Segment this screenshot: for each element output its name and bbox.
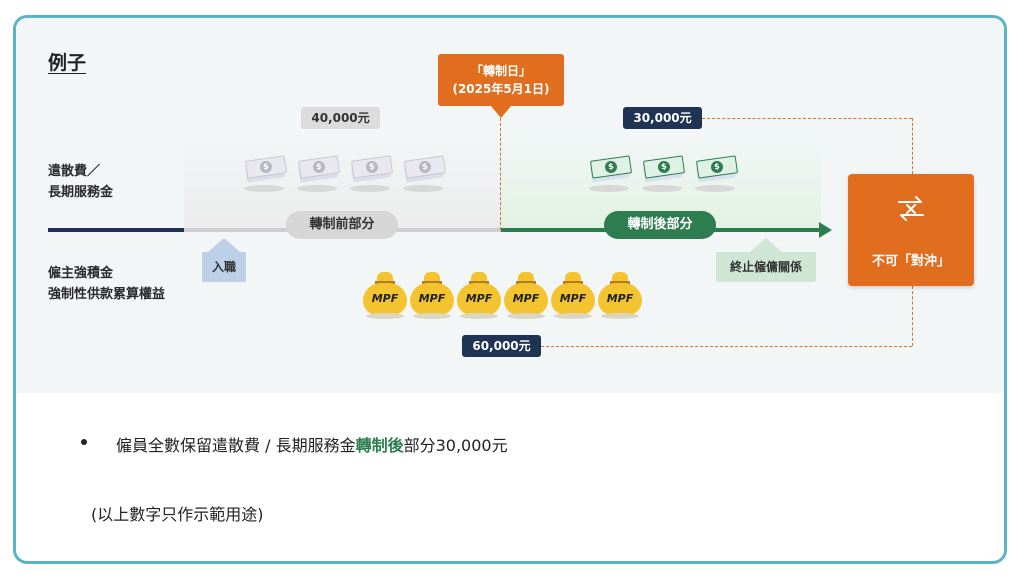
post-transition-pill: 轉制後部分 (604, 211, 716, 239)
termination-arrow-icon (750, 238, 782, 252)
join-arrow-icon (208, 238, 240, 252)
mpf-label-line2: 強制性供款累算權益 (48, 287, 166, 302)
mpf-label-line1: 僱主強積金 (48, 266, 114, 281)
money-bag-icon (377, 272, 393, 282)
disclaimer-note: (以上數字只作示範用途) (91, 505, 264, 524)
bullet-text-before: 僱員全數保留遣散費 / 長期服務金 (116, 436, 356, 455)
callout-pointer-icon (491, 106, 511, 118)
post-bill: $ (640, 154, 686, 194)
example-title: 例子 (48, 52, 87, 74)
no-offset-box: 不可「對沖」 (848, 174, 974, 286)
mpf-money-bag: MPF (363, 272, 407, 320)
bullet-text-after: 部分30,000元 (403, 436, 508, 455)
severance-label-line1: 遣散費／ (48, 164, 101, 179)
join-label: 入職 (202, 252, 246, 282)
swap-cross-icon (898, 196, 924, 221)
post-bill: $ (587, 154, 633, 194)
pre-bill: $ (401, 154, 447, 194)
money-bag-icon (565, 272, 581, 282)
money-bag-icon (471, 272, 487, 282)
example-card: 例子 遣散費／ 長期服務金 僱主強積金 強制性供款累算權益 轉制前部分 轉制後部… (13, 15, 1007, 564)
timeline-start-segment (48, 228, 184, 232)
mpf-amount-connector-rise (912, 286, 913, 346)
pre-transition-pill: 轉制前部分 (286, 211, 398, 239)
mpf-row-label: 僱主強積金 強制性供款累算權益 (48, 263, 165, 305)
mpf-money-bag: MPF (504, 272, 548, 320)
money-bag-icon (612, 272, 628, 282)
diagram-panel: 例子 遣散費／ 長期服務金 僱主強積金 強制性供款累算權益 轉制前部分 轉制後部… (16, 18, 1004, 393)
mpf-money-bag: MPF (598, 272, 642, 320)
post-amount-tag: 30,000元 (623, 107, 702, 129)
transition-date-callout: 「轉制日」 (2025年5月1日) (438, 54, 564, 106)
pre-bill: $ (242, 154, 288, 194)
mpf-money-bag: MPF (410, 272, 454, 320)
bullet-dot-icon (81, 439, 87, 445)
transition-date-marker (500, 118, 501, 230)
no-offset-label: 不可「對沖」 (871, 254, 950, 269)
timeline-arrowhead-icon (819, 222, 832, 238)
termination-marker: 終止僱傭關係 (716, 238, 816, 282)
money-bag-icon (424, 272, 440, 282)
pre-bill: $ (295, 154, 341, 194)
mpf-amount-connector (541, 346, 912, 347)
mpf-amount-tag: 60,000元 (462, 335, 541, 357)
termination-label: 終止僱傭關係 (716, 252, 816, 282)
post-bill: $ (693, 154, 739, 194)
pre-bill: $ (348, 154, 394, 194)
pre-amount-tag: 40,000元 (301, 107, 380, 129)
severance-row-label: 遣散費／ 長期服務金 (48, 161, 113, 203)
callout-line1: 「轉制日」 (470, 64, 531, 78)
join-marker: 入職 (202, 238, 246, 282)
post-amount-connector (702, 118, 912, 119)
mpf-money-bag: MPF (457, 272, 501, 320)
callout-line2: (2025年5月1日) (452, 82, 550, 96)
mpf-money-bag: MPF (551, 272, 595, 320)
money-bag-icon (518, 272, 534, 282)
severance-label-line2: 長期服務金 (48, 185, 114, 200)
post-amount-connector-drop (912, 118, 913, 174)
bullet-highlight: 轉制後 (355, 436, 404, 455)
